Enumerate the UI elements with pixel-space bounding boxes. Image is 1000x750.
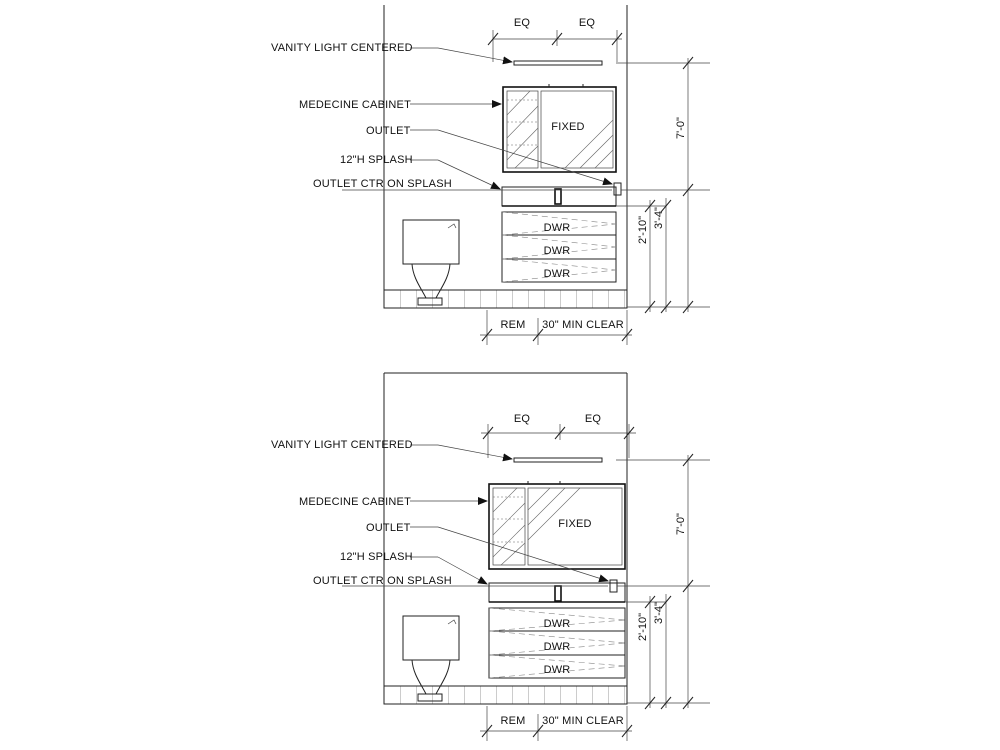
- drawer-label: DWR: [544, 268, 571, 280]
- callout-outlet: OUTLET: [366, 522, 411, 534]
- clear-label: 30" MIN CLEAR: [542, 715, 624, 727]
- vanity-light: [513, 60, 603, 66]
- floor: [383, 685, 628, 705]
- rem-label: REM: [500, 319, 525, 331]
- toilet: [402, 219, 460, 306]
- vanity-base: DWR DWR DWR: [501, 211, 617, 283]
- callout-medicine-cabinet: MEDECINE CABINET: [299, 99, 411, 111]
- outlet: [609, 579, 618, 593]
- eq-right-label: EQ: [579, 17, 596, 29]
- height-total-label: 7'-0": [675, 513, 687, 535]
- clear-label: 30" MIN CLEAR: [542, 319, 624, 331]
- vanity-base: DWR DWR DWR: [488, 607, 626, 679]
- floor: [383, 289, 628, 309]
- outlet: [613, 182, 622, 196]
- drawer-label: DWR: [544, 618, 571, 630]
- height-splash-label: 3'-4": [653, 602, 665, 624]
- drawer-label: DWR: [544, 641, 571, 653]
- callouts: VANITY LIGHT CENTERED MEDECINE CABINET O…: [271, 439, 609, 587]
- height-splash-label: 3'-4": [653, 207, 665, 229]
- eq-dimension: EQ EQ: [481, 413, 636, 458]
- drawer-label: DWR: [544, 664, 571, 676]
- eq-right-label: EQ: [585, 413, 602, 425]
- drawer-label: DWR: [544, 245, 571, 257]
- medicine-cabinet: FIXED: [502, 84, 617, 173]
- callout-medicine-cabinet: MEDECINE CABINET: [299, 496, 411, 508]
- height-counter-label: 2'-10": [637, 613, 649, 641]
- callout-outlet-ctr: OUTLET CTR ON SPLASH: [313, 178, 452, 190]
- callout-vanity-light: VANITY LIGHT CENTERED: [271, 439, 413, 451]
- eq-dimension: EQ EQ: [487, 17, 623, 62]
- callout-vanity-light: VANITY LIGHT CENTERED: [271, 42, 413, 54]
- fixed-label: FIXED: [551, 121, 584, 133]
- callout-splash: 12"H SPLASH: [340, 551, 413, 563]
- height-dimensions: 7'-0" 2'-10" 3'-4": [616, 56, 710, 314]
- vanity-light: [513, 457, 603, 463]
- medicine-cabinet: FIXED: [488, 481, 626, 570]
- rem-label: REM: [500, 715, 525, 727]
- callouts: VANITY LIGHT CENTERED MEDECINE CABINET O…: [271, 42, 613, 191]
- clearance-dimension: REM 30" MIN CLEAR: [480, 706, 633, 741]
- height-total-label: 7'-0": [675, 117, 687, 139]
- fixed-label: FIXED: [558, 518, 591, 530]
- elevation-2: EQ EQ FIXED: [271, 372, 710, 741]
- drawer-label: DWR: [544, 222, 571, 234]
- callout-outlet: OUTLET: [366, 125, 411, 137]
- clearance-dimension: REM 30" MIN CLEAR: [480, 310, 633, 345]
- callout-splash: 12"H SPLASH: [340, 154, 413, 166]
- faucet: [554, 188, 562, 205]
- faucet: [554, 585, 562, 602]
- toilet: [402, 615, 460, 702]
- height-counter-label: 2'-10": [637, 216, 649, 244]
- eq-left-label: EQ: [514, 17, 531, 29]
- elevation-1: EQ EQ FIXED: [271, 5, 710, 345]
- callout-outlet-ctr: OUTLET CTR ON SPLASH: [313, 575, 452, 587]
- eq-left-label: EQ: [514, 413, 531, 425]
- height-dimensions: 7'-0" 2'-10" 3'-4": [616, 453, 710, 710]
